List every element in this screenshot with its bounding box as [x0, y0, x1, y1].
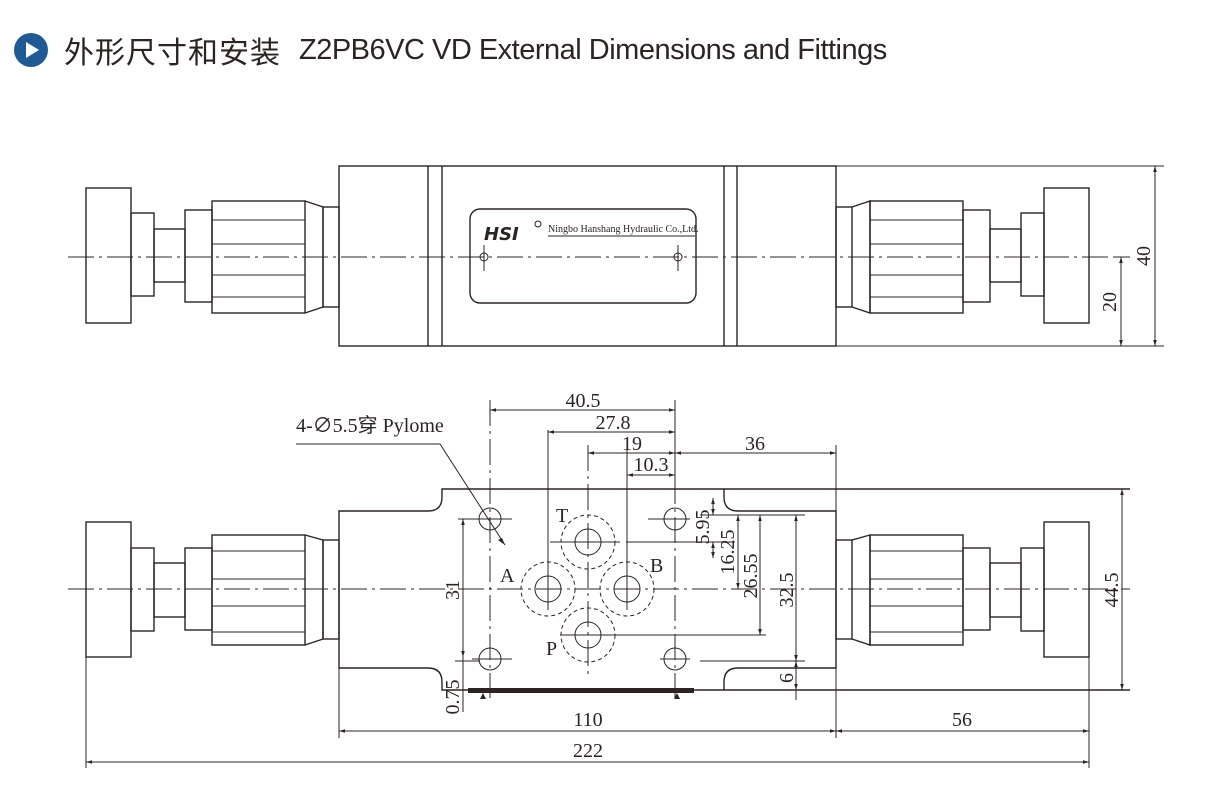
- top-left-adjuster: [85, 187, 340, 324]
- dim-10-3: 10.3: [634, 454, 669, 476]
- dim-31: 31: [442, 580, 464, 600]
- company-name: Ningbo Hanshang Hydraulic Co.,Ltd.: [548, 224, 699, 235]
- port-label-B: B: [650, 555, 663, 577]
- dim-19: 19: [622, 433, 642, 455]
- mounting-hole-callout: 4-∅5.5穿 Pylome: [296, 414, 444, 437]
- page-header: 外形尺寸和安装 Z2PB6VC VD External Dimensions a…: [14, 28, 887, 72]
- port-label-T: T: [556, 505, 568, 527]
- dim-44-5: 44.5: [1101, 573, 1123, 608]
- top-right-adjuster: [835, 187, 1090, 324]
- dim-40-5: 40.5: [566, 390, 601, 412]
- knob: [1043, 187, 1090, 324]
- registered-mark-icon: [534, 220, 542, 228]
- dim-26-55: 26.55: [740, 554, 762, 599]
- knob: [85, 187, 132, 324]
- nameplate-outline: [469, 208, 697, 304]
- play-circle-icon: [14, 33, 48, 67]
- dim-0-75: 0.75: [442, 680, 464, 715]
- dim-110: 110: [573, 709, 602, 731]
- dim-222: 222: [573, 740, 603, 762]
- ports: T A B P: [500, 430, 766, 675]
- company-logo: HSI: [484, 224, 519, 245]
- dim-32-5: 32.5: [776, 573, 798, 608]
- front-right-adjuster: [835, 521, 1090, 658]
- front-view: T A B P 4-∅5.5穿 Pylome 40.5 27.8 19 10.3…: [68, 390, 1130, 768]
- top-valve-body: [338, 165, 837, 347]
- dim-56: 56: [952, 709, 972, 731]
- title-english: Z2PB6VC VD External Dimensions and Fitti…: [299, 33, 887, 66]
- port-label-P: P: [546, 638, 557, 660]
- dim-27-8: 27.8: [596, 412, 631, 434]
- dim-5-95: 5.95: [692, 510, 714, 545]
- dim-20: 20: [1099, 292, 1121, 312]
- body-outline: [338, 165, 837, 347]
- top-view: HSI Ningbo Hanshang Hydraulic Co.,Ltd.: [68, 165, 1164, 347]
- dim-16-25: 16.25: [717, 530, 739, 575]
- knob: [1043, 521, 1090, 658]
- title-chinese: 外形尺寸和安装: [64, 36, 281, 71]
- dim-6: 6: [776, 673, 798, 683]
- mounting-holes: [472, 400, 690, 698]
- port-label-A: A: [500, 565, 515, 587]
- mounting-base: [468, 688, 694, 693]
- dim-40: 40: [1133, 246, 1155, 266]
- dim-36: 36: [745, 433, 765, 455]
- callout-leader: [296, 443, 506, 546]
- nameplate: HSI Ningbo Hanshang Hydraulic Co.,Ltd.: [469, 208, 699, 304]
